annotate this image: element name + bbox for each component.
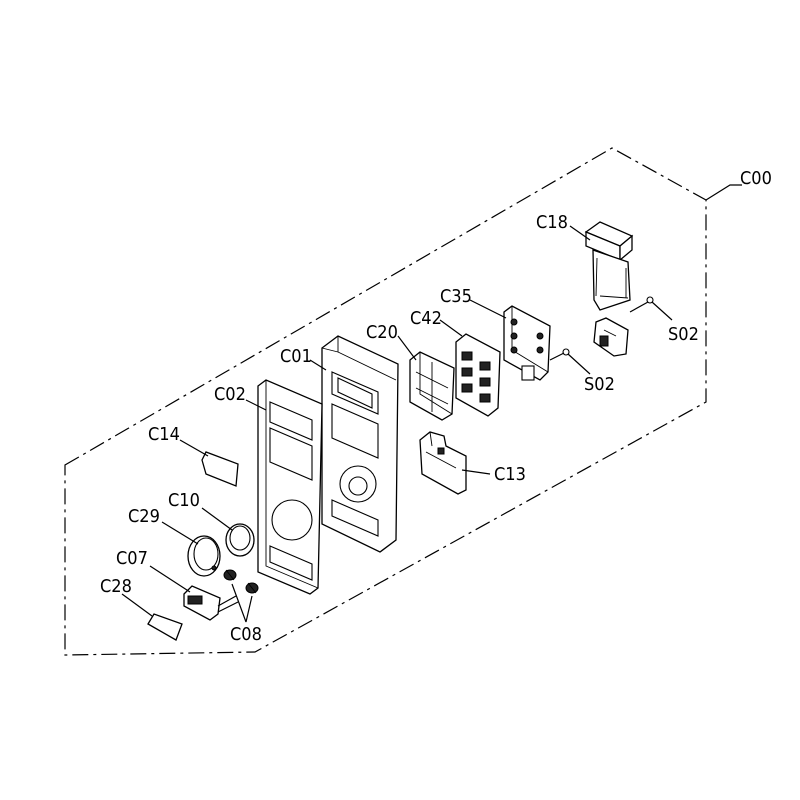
part-c42 [455, 333, 501, 417]
part-c10 [225, 523, 255, 557]
label-c20: C20 [366, 322, 398, 343]
part-c07 [183, 585, 239, 621]
label-c13: C13 [494, 464, 526, 485]
part-c29 [187, 535, 221, 577]
label-s02-upper: S02 [668, 324, 699, 345]
part-c13 [419, 431, 467, 495]
label-c29: C29 [128, 506, 160, 527]
label-s02-lower: S02 [584, 374, 615, 395]
label-c42: C42 [410, 308, 442, 329]
label-c01: C01 [280, 346, 312, 367]
label-c10: C10 [168, 490, 200, 511]
part-c28 [147, 613, 183, 641]
screw-s02-upper [629, 296, 654, 313]
label-c28: C28 [100, 576, 132, 597]
label-c14: C14 [148, 424, 180, 445]
part-c18 [584, 221, 634, 311]
screw-s02-lower [549, 348, 570, 361]
assembly-boundary [64, 147, 707, 656]
part-c35 [503, 305, 551, 381]
part-c14 [201, 451, 239, 487]
part-c20 [409, 351, 455, 421]
label-c00: C00 [740, 168, 772, 189]
part-c02 [257, 379, 323, 595]
part-c01 [321, 335, 399, 553]
label-c18: C18 [536, 212, 568, 233]
label-c02: C02 [214, 384, 246, 405]
part-c08 [223, 569, 259, 594]
label-c35: C35 [440, 286, 472, 307]
label-c07: C07 [116, 548, 148, 569]
label-c08: C08 [230, 624, 262, 645]
switch-plate [593, 317, 629, 357]
c00-leader [705, 184, 742, 201]
